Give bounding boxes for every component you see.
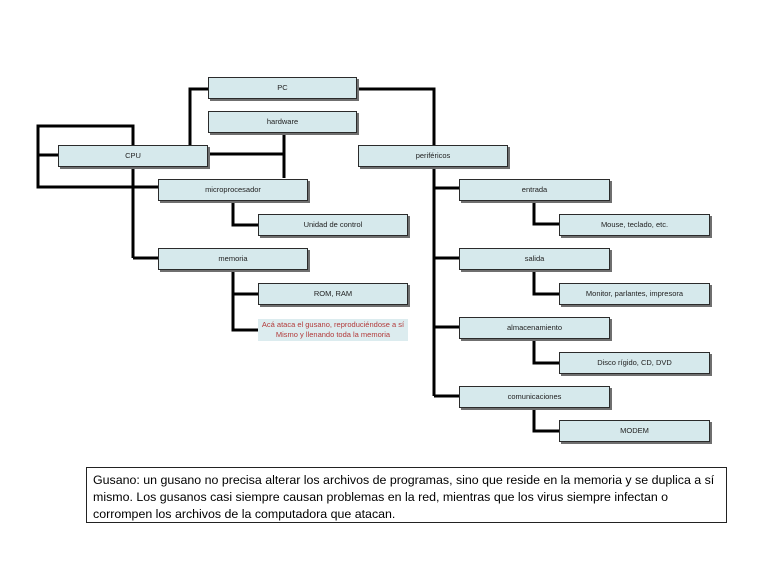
connector-micro-unidad <box>231 200 260 227</box>
connector-entrada-mouse <box>532 200 560 226</box>
node-disco: Disco rígido, CD, DVD <box>559 352 710 374</box>
node-gusano-note: Acá ataca el gusano, reproduciéndose a s… <box>258 319 408 341</box>
node-comunicaciones: comunicaciones <box>459 386 610 408</box>
connector-almac-disco <box>532 339 560 365</box>
node-unidad-control: Unidad de control <box>258 214 408 236</box>
connector-salida-monitor <box>532 270 560 296</box>
node-cpu: CPU <box>58 145 208 167</box>
node-perifericos: periféricos <box>358 145 508 167</box>
caption-box: Gusano: un gusano no precisa alterar los… <box>86 467 727 523</box>
node-entrada: entrada <box>459 179 610 201</box>
connector-memoria-children <box>231 270 260 332</box>
node-microprocesador: microprocesador <box>158 179 308 201</box>
node-monitor: Monitor, parlantes, impresora <box>559 283 710 305</box>
node-hardware: hardware <box>208 111 357 133</box>
connector-cpu-loop <box>36 124 135 157</box>
node-mouse: Mouse, teclado, etc. <box>559 214 710 236</box>
node-memoria: memoria <box>158 248 308 270</box>
connector-pc-perifericos <box>357 87 436 155</box>
node-rom-ram: ROM, RAM <box>258 283 408 305</box>
node-pc: PC <box>208 77 357 99</box>
node-almacenamiento: almacenamiento <box>459 317 610 339</box>
connector-comun-modem <box>532 408 560 433</box>
connector-pc-cpu <box>188 87 208 155</box>
connector-cpu-microprocesador-loop <box>36 155 160 189</box>
node-modem: MODEM <box>559 420 710 442</box>
node-salida: salida <box>459 248 610 270</box>
